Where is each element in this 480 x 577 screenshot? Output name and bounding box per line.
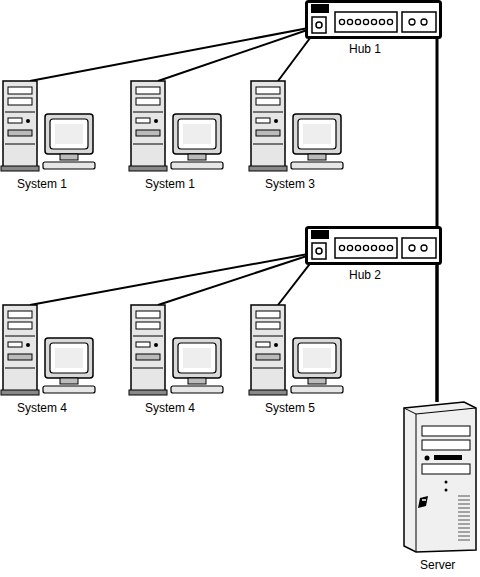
computer-icon [128, 78, 224, 173]
node-label: System 4 [16, 401, 68, 415]
network-cable [30, 252, 319, 305]
computer-icon [248, 302, 344, 397]
computer-node: System 1 [0, 78, 96, 193]
network-cable [158, 252, 319, 305]
node-label: Hub 2 [348, 268, 382, 282]
network-cable [436, 0, 439, 402]
node-label: System 1 [144, 177, 196, 191]
hub-icon [305, 226, 443, 266]
node-label: System 4 [144, 401, 196, 415]
server-icon [398, 400, 478, 554]
hub-node: Hub 2 [305, 226, 443, 284]
computer-icon [0, 78, 96, 173]
hub-node: Hub 1 [305, 0, 443, 58]
computer-icon [248, 78, 344, 173]
network-cable [436, 262, 439, 402]
network-cable [30, 26, 319, 81]
node-label: Server [419, 558, 456, 572]
server-node: Server [398, 400, 478, 574]
computer-node: System 4 [0, 302, 96, 417]
computer-icon [128, 302, 224, 397]
node-label: System 3 [264, 177, 316, 191]
node-label: Hub 1 [348, 42, 382, 56]
node-label: System 1 [16, 177, 68, 191]
computer-node: System 4 [128, 302, 224, 417]
hub-icon [305, 0, 443, 40]
computer-node: System 3 [248, 78, 344, 193]
network-cable [158, 26, 319, 81]
computer-icon [0, 302, 96, 397]
computer-node: System 5 [248, 302, 344, 417]
computer-node: System 1 [128, 78, 224, 193]
node-label: System 5 [264, 401, 316, 415]
